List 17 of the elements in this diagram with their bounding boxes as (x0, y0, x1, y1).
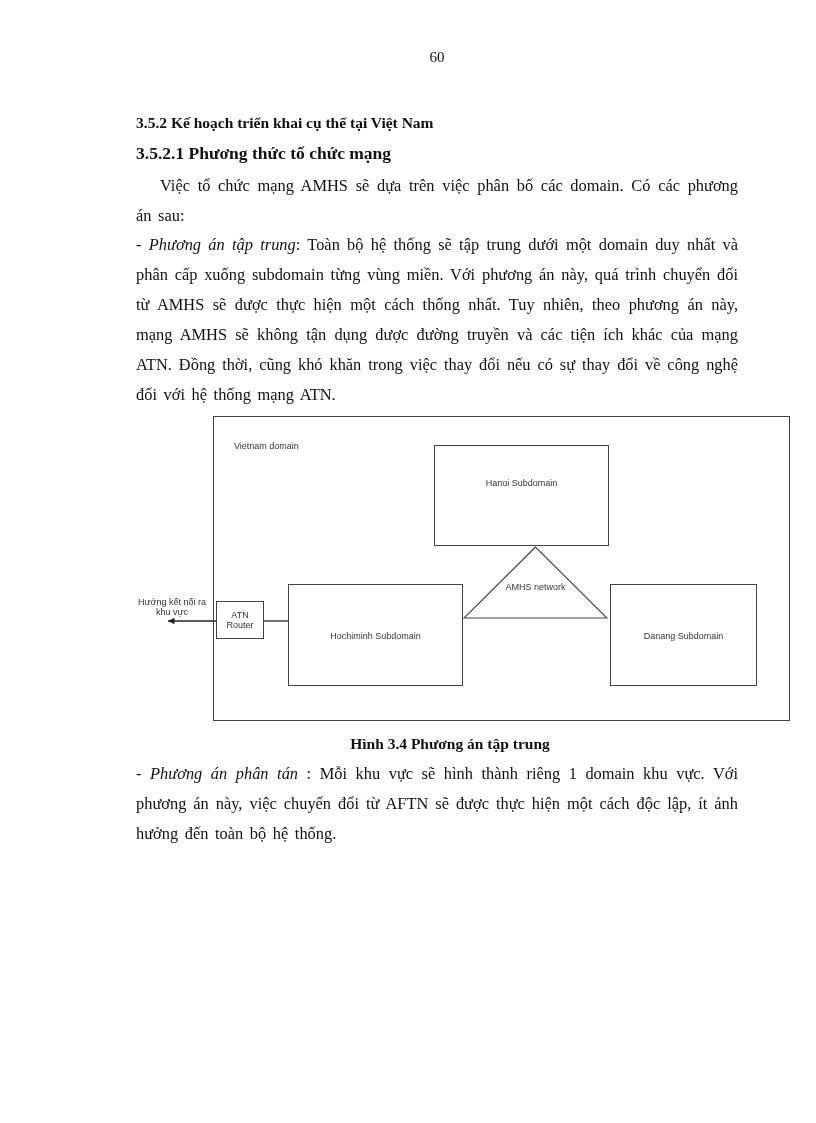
page-number: 60 (428, 49, 446, 66)
domain-label: Vietnam domain (234, 441, 300, 451)
section-heading: 3.5.2 Kế hoạch triển khai cụ thể tại Việt Nam (136, 114, 435, 132)
network-triangle: AMHS network (463, 546, 608, 619)
domain-frame (213, 416, 790, 721)
subdomain-box: Hanoi Subdomain (434, 445, 609, 546)
connector-line (263, 620, 289, 622)
router-box: ATN Router (216, 601, 264, 639)
paragraph: Việc tổ chức mạng AMHS sẽ dựa trên việc phân bố các domain. Có các phương án sau: (136, 175, 738, 227)
figure-caption: Hình 3.4 Phương án tập trung (349, 735, 551, 753)
arrow (167, 617, 217, 625)
paragraph: - Phương án phân tán : Mỗi khu vực sẽ hình thành riêng 1 domain khu vực. Với phương án này, việc chuyển đổi từ AFTN sẽ được thực hiện một cách độc lập, ít ảnh hưởng đến toàn bộ hệ thống. (136, 763, 738, 845)
subsection-heading: 3.5.2.1 Phương thức tổ chức mạng (136, 143, 393, 164)
subdomain-box: Hochiminh Subdomain (288, 584, 463, 686)
paragraph: - Phương án tập trung: Toàn bộ hệ thống sẽ tập trung dưới một domain duy nhất và phân cấp xuống subdomain từng vùng miền. Với phương án này, quá trình chuyển đổi từ AMHS sẽ được thực hiện một cách thống nhất. Tuy nhiên, theo phương án này, mạng AMHS sẽ không tận dụng được đường truyền và các tiện ích khác của mạng ATN. Đồng thời, cũng khó khăn trong việc thay đổi nếu có sự thay đổi về công nghệ đối với hệ thống mạng ATN. (136, 234, 738, 406)
connection-label: Hướng kết nối ra khu vực (132, 597, 212, 619)
subdomain-box: Danang Subdomain (610, 584, 757, 686)
